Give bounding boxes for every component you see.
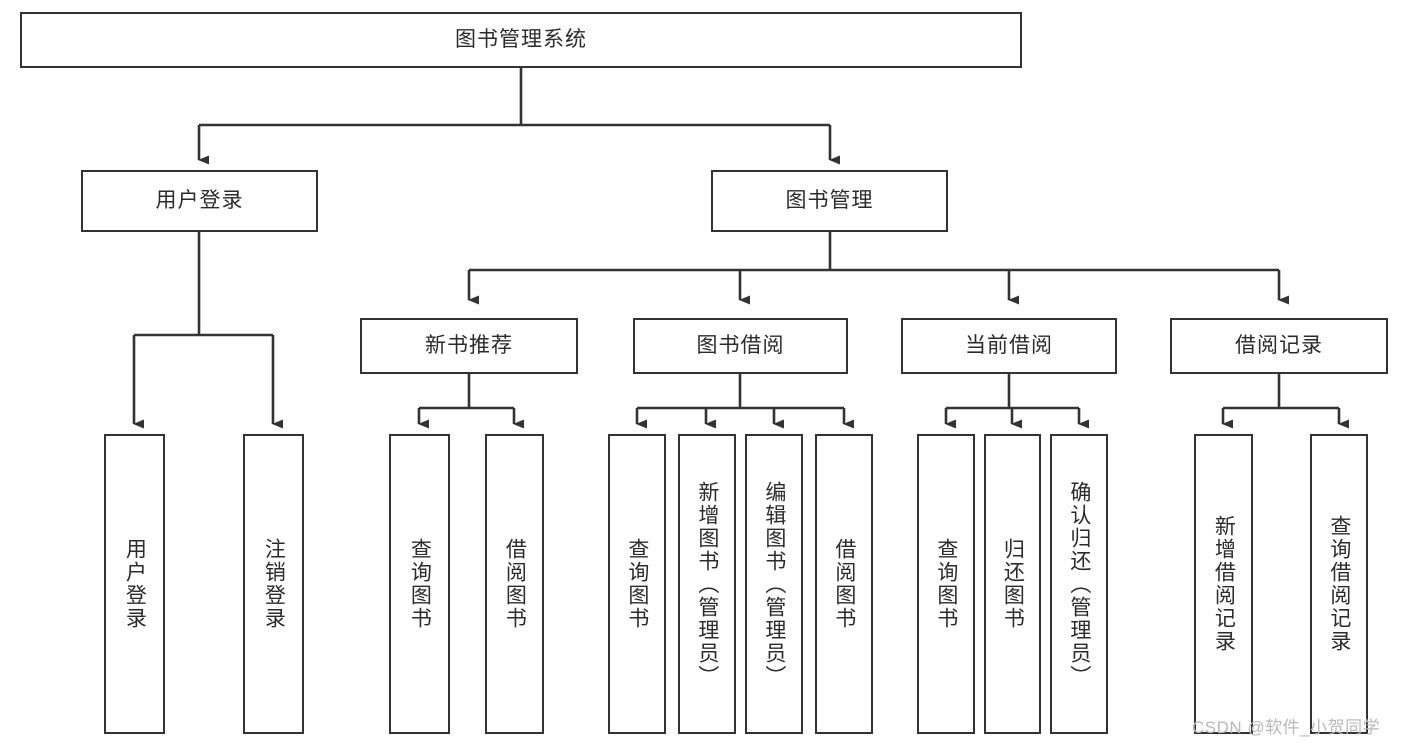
- node-label: 当前借阅: [965, 334, 1053, 358]
- leaf-record-add-record[interactable]: 新增借阅记录: [1194, 434, 1253, 734]
- leaf-logout[interactable]: 注销登录: [243, 434, 304, 734]
- node-label: 编辑图书（管理员）: [762, 480, 786, 688]
- leaf-borrow-add-book-admin[interactable]: 新增图书（管理员）: [678, 434, 736, 734]
- node-book-borrow[interactable]: 图书借阅: [633, 318, 848, 374]
- node-new-book-recommend[interactable]: 新书推荐: [360, 318, 578, 374]
- node-label: 新增图书（管理员）: [695, 480, 719, 688]
- node-current-borrow[interactable]: 当前借阅: [901, 318, 1117, 374]
- node-label: 图书管理: [785, 189, 874, 213]
- node-label: 查询图书: [934, 538, 958, 630]
- node-label: 注销登录: [262, 538, 286, 630]
- node-label: 新书推荐: [425, 334, 513, 358]
- csdn-watermark: CSDN @软件_小贺同学: [1192, 718, 1381, 737]
- leaf-current-query-book[interactable]: 查询图书: [917, 434, 975, 734]
- node-book-management[interactable]: 图书管理: [711, 170, 948, 232]
- leaf-user-login[interactable]: 用户登录: [104, 434, 165, 734]
- leaf-borrow-borrow-book[interactable]: 借阅图书: [815, 434, 873, 734]
- node-label: 借阅图书: [832, 538, 856, 630]
- node-borrow-record[interactable]: 借阅记录: [1170, 318, 1388, 374]
- leaf-recommend-query-book[interactable]: 查询图书: [389, 434, 450, 734]
- node-label: 确认归还（管理员）: [1067, 480, 1091, 688]
- node-label: 图书管理系统: [455, 28, 587, 52]
- node-label: 借阅图书: [503, 538, 527, 630]
- leaf-record-query-record[interactable]: 查询借阅记录: [1310, 434, 1368, 734]
- leaf-current-return-book[interactable]: 归还图书: [984, 434, 1041, 734]
- leaf-borrow-edit-book-admin[interactable]: 编辑图书（管理员）: [745, 434, 803, 734]
- node-label: 借阅记录: [1235, 334, 1323, 358]
- node-label: 用户登录: [155, 189, 244, 213]
- node-user-login[interactable]: 用户登录: [81, 170, 318, 232]
- leaf-current-confirm-return-admin[interactable]: 确认归还（管理员）: [1050, 434, 1108, 734]
- node-label: 用户登录: [123, 538, 147, 630]
- node-label: 图书借阅: [696, 334, 785, 358]
- node-label: 查询图书: [408, 538, 432, 630]
- node-label: 新增借阅记录: [1212, 515, 1236, 653]
- node-label: 查询图书: [625, 538, 649, 630]
- node-root-system[interactable]: 图书管理系统: [20, 12, 1022, 68]
- leaf-borrow-query-book[interactable]: 查询图书: [608, 434, 666, 734]
- node-label: 查询借阅记录: [1327, 515, 1351, 653]
- leaf-recommend-borrow-book[interactable]: 借阅图书: [485, 434, 544, 734]
- node-label: 归还图书: [1001, 538, 1025, 630]
